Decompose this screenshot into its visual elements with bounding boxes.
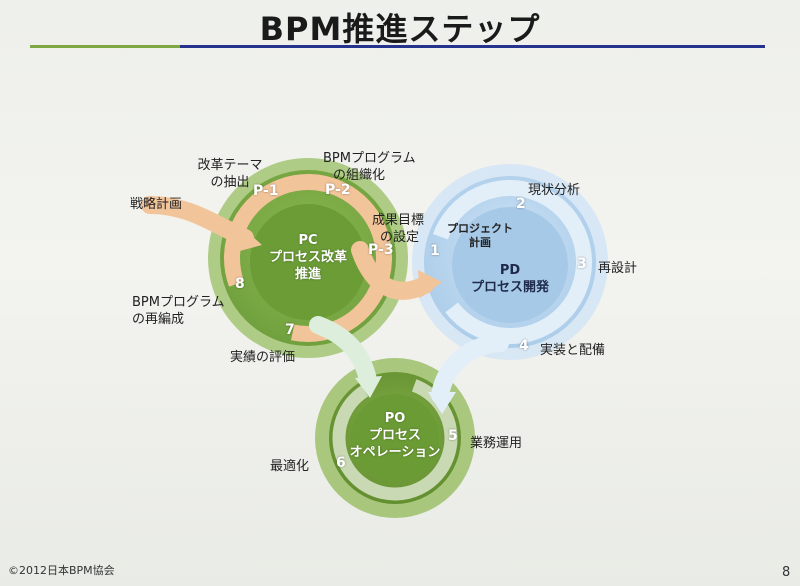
- label-theme: 改革テーマ の抽出: [190, 157, 270, 191]
- label-goal-line2: の設定: [380, 230, 420, 245]
- po-line2: オペレーション: [349, 445, 441, 460]
- label-operation: 業務運用: [470, 436, 523, 451]
- title-rule-blue: [180, 45, 765, 48]
- pc-line2: 推進: [294, 267, 321, 282]
- label-reorg-line1: BPMプログラム: [132, 295, 225, 310]
- step-6: 6: [336, 455, 346, 471]
- copyright-footer: ©2012日本BPM協会: [8, 564, 115, 577]
- po-line1: プロセス: [368, 428, 421, 443]
- page-number: 8: [782, 565, 791, 580]
- step-5: 5: [448, 428, 458, 444]
- label-goal: 成果目標 の設定: [372, 212, 424, 246]
- step-1: 1: [430, 243, 440, 259]
- pc-core: [250, 204, 366, 320]
- step-3: 3: [577, 256, 587, 272]
- pc-to-pd-arrow: [351, 241, 434, 300]
- label-reorg-line2: の再編成: [132, 312, 185, 327]
- label-redesign: 再設計: [598, 261, 638, 276]
- step-4: 4: [519, 338, 529, 354]
- pd-to-po-arrowhead: [428, 392, 456, 414]
- pd-core: [452, 207, 568, 323]
- pc-to-po-arrow: [309, 316, 377, 389]
- pd-to-po-arrow: [431, 334, 509, 404]
- label-optimize: 最適化: [270, 459, 310, 474]
- po-cycle-ring: [332, 375, 458, 501]
- pc-name: PC: [298, 233, 318, 248]
- label-theme-line2: の抽出: [210, 175, 250, 190]
- label-org: BPMプログラム の組織化: [323, 150, 416, 184]
- pd-core-label: PD プロセス開発: [455, 262, 565, 296]
- label-org-line2: の組織化: [333, 168, 386, 183]
- po-core-label: PO プロセス オペレーション: [345, 410, 445, 461]
- label-project-line1: プロジェクト: [447, 222, 513, 235]
- step-8: 8: [235, 276, 245, 292]
- pc-core-label: PC プロセス改革 推進: [258, 232, 358, 283]
- strategy-arrow: [141, 196, 254, 247]
- slide-title: BPM推進ステップ: [259, 10, 541, 48]
- pc-to-pd-arrowhead: [418, 270, 442, 298]
- label-org-line1: BPMプログラム: [323, 151, 416, 166]
- label-deploy: 実装と配備: [540, 343, 606, 358]
- pc-line1: プロセス改革: [268, 250, 347, 265]
- label-strategy: 戦略計画: [130, 197, 183, 212]
- label-analysis: 現状分析: [528, 183, 581, 198]
- step-7: 7: [285, 322, 295, 338]
- label-reorg: BPMプログラム の再編成: [132, 294, 225, 328]
- label-project-line2: 計画: [469, 236, 491, 249]
- label-project: プロジェクト 計画: [442, 222, 518, 250]
- pd-cycle-ring: [428, 180, 592, 344]
- title-rule-green: [30, 45, 180, 48]
- step-p2: P-2: [325, 182, 351, 198]
- step-2: 2: [516, 196, 526, 212]
- step-p1: P-1: [253, 183, 279, 199]
- label-goal-line1: 成果目標: [372, 213, 425, 228]
- label-theme-line1: 改革テーマ: [197, 158, 263, 173]
- pd-line1: プロセス開発: [470, 280, 549, 295]
- po-core: [351, 394, 439, 482]
- strategy-arrowhead: [236, 225, 262, 252]
- po-name: PO: [384, 411, 406, 426]
- label-evaluate: 実績の評価: [230, 350, 296, 365]
- step-p3: P-3: [368, 242, 394, 258]
- pd-name: PD: [499, 263, 521, 278]
- pc-to-po-arrowhead: [355, 376, 382, 398]
